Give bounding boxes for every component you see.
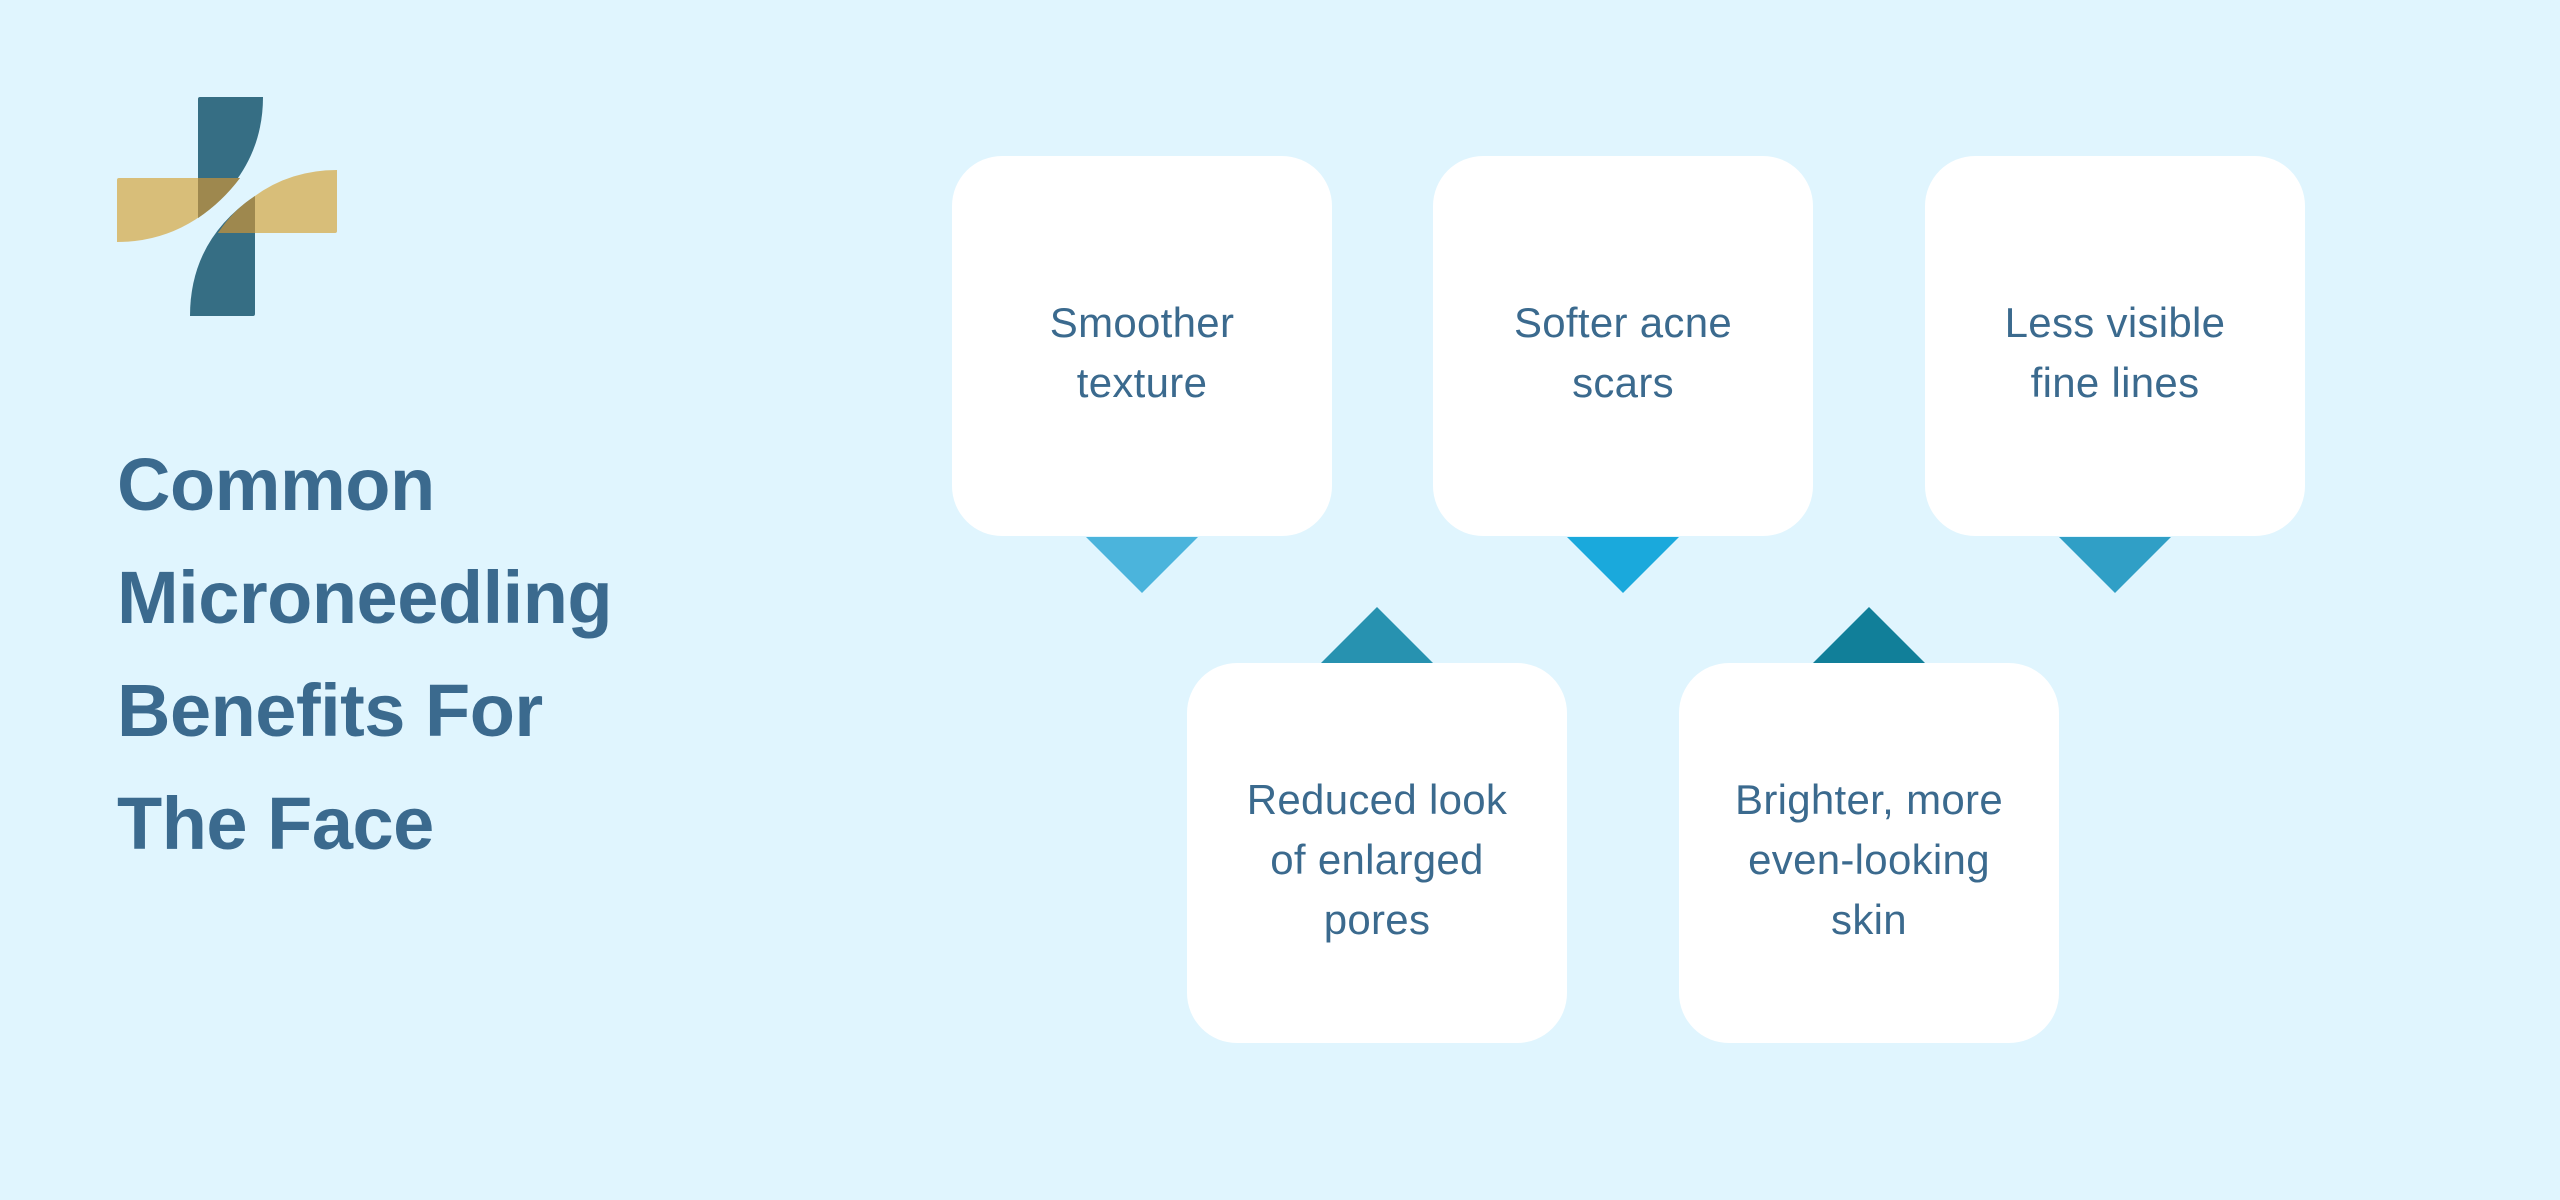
benefit-text-line: Less visible <box>2004 299 2226 346</box>
pointer-down-triangle-icon <box>1567 537 1679 593</box>
benefit-text-line: Brighter, more <box>1735 776 2003 823</box>
logo-overlap-upper <box>198 178 240 218</box>
benefit-text-line: Reduced look <box>1246 776 1508 823</box>
benefit-text-line: texture <box>1076 359 1208 406</box>
benefit-card-less-visible-fine-lines: Less visible fine lines <box>1925 156 2305 536</box>
pointer-down-triangle-icon <box>2059 537 2171 593</box>
benefit-text-line: even-looking <box>1748 836 1990 883</box>
benefit-text-line: scars <box>1572 359 1674 406</box>
benefit-text: Softer acne scars <box>1514 293 1732 413</box>
benefit-text-line: Smoother <box>1049 299 1235 346</box>
pointer-up-triangle-icon <box>1813 607 1925 663</box>
medical-cross-logo-icon <box>117 97 337 316</box>
page-title: Common Microneedling Benefits For The Fa… <box>117 428 737 880</box>
benefit-text-line: Softer acne <box>1513 299 1733 346</box>
benefit-text-line: pores <box>1323 896 1431 943</box>
title-line: The Face <box>117 782 434 865</box>
benefit-card-reduced-pores: Reduced look of enlarged pores <box>1187 663 1567 1043</box>
benefit-text-line: of enlarged <box>1270 836 1484 883</box>
pointer-up-triangle-icon <box>1321 607 1433 663</box>
logo-overlap-lower <box>218 196 255 233</box>
benefit-text: Less visible fine lines <box>2005 293 2226 413</box>
benefit-text-line: fine lines <box>2030 359 2200 406</box>
benefit-card-smoother-texture: Smoother texture <box>952 156 1332 536</box>
benefit-text: Reduced look of enlarged pores <box>1247 770 1507 950</box>
title-line: Benefits For <box>117 669 543 752</box>
benefit-card-softer-acne-scars: Softer acne scars <box>1433 156 1813 536</box>
benefit-text: Brighter, more even-looking skin <box>1735 770 2003 950</box>
benefit-text-line: skin <box>1831 896 1907 943</box>
benefit-card-brighter-skin: Brighter, more even-looking skin <box>1679 663 2059 1043</box>
title-line: Microneedling <box>117 556 613 639</box>
benefit-text: Smoother texture <box>1050 293 1235 413</box>
pointer-down-triangle-icon <box>1086 537 1198 593</box>
title-line: Common <box>117 443 435 526</box>
